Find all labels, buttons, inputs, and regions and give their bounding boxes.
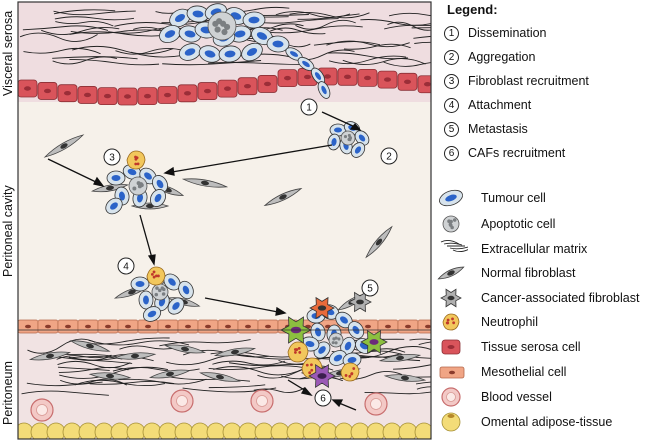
step-marker-label: 3 — [109, 153, 115, 164]
disseminating-cells — [285, 47, 331, 99]
step-marker-5: 5 — [361, 279, 379, 297]
step-marker-6: 6 — [314, 389, 332, 407]
legend-step-number: 6 — [444, 145, 459, 161]
step-marker-2: 2 — [380, 147, 398, 165]
legend-step-3: 3 Fibroblast recruitment — [444, 72, 589, 90]
legend-cell-label: Omental adipose-tissue — [481, 415, 613, 429]
legend-cell-label: Blood vessel — [481, 390, 552, 404]
normal-fibroblasts-peritoneum — [28, 340, 427, 382]
normal-fibroblasts-cavity — [43, 134, 393, 259]
legend-step-1: 1 Dissemination — [444, 24, 547, 42]
legend-cell-label: Tissue serosa cell — [481, 340, 581, 354]
legend-step-number: 3 — [444, 73, 459, 89]
blood-vessels — [30, 389, 388, 422]
peritoneum-label: Peritoneum — [1, 361, 15, 425]
primary-tumour-cluster — [159, 3, 290, 63]
neutrophil-icon — [442, 313, 460, 331]
attachment-cluster — [113, 266, 201, 322]
legend-step-6: 6 CAFs recruitment — [444, 144, 565, 162]
tumour-cell-icon — [439, 189, 463, 207]
legend-step-number: 4 — [444, 97, 459, 113]
normal-fibroblast-icon — [437, 266, 465, 280]
tissue-serosa-cell-icon — [441, 339, 461, 355]
blood-vessel-icon — [441, 387, 461, 407]
legend-step-label: Dissemination — [468, 26, 547, 40]
legend-cell-label: Cancer-associated fibroblast — [481, 291, 640, 305]
legend-step-number: 2 — [444, 49, 459, 65]
legend-step-number: 1 — [444, 25, 459, 41]
caf-recruitment-site — [308, 363, 336, 389]
legend-cell-label: Tumour cell — [481, 191, 546, 205]
step-marker-label: 6 — [320, 394, 326, 405]
caf-icon — [440, 288, 462, 308]
apoptotic-cell-icon — [442, 215, 460, 233]
legend-step-2: 2 Aggregation — [444, 48, 535, 66]
mesothelial-cell-row — [18, 319, 431, 334]
omental-adipose-row — [18, 422, 431, 439]
legend-step-label: Attachment — [468, 98, 532, 112]
aggregation-cluster — [327, 121, 370, 158]
mesothelial-cell-icon — [439, 366, 465, 379]
legend-cell-label: Normal fibroblast — [481, 266, 576, 280]
step-marker-label: 5 — [367, 284, 373, 295]
legend-step-4: 4 Attachment — [444, 96, 531, 114]
step-marker-label: 2 — [386, 152, 392, 163]
extracellular-matrix-icon — [440, 239, 468, 253]
legend-step-label: Fibroblast recruitment — [468, 74, 589, 88]
step-marker-label: 1 — [306, 103, 312, 114]
legend-step-label: Aggregation — [468, 50, 536, 64]
legend-cell-label: Neutrophil — [481, 315, 538, 329]
step-marker-3: 3 — [103, 148, 121, 166]
legend-title: Legend: — [447, 2, 498, 17]
step-marker-4: 4 — [117, 257, 135, 275]
omental-adipose-icon — [441, 412, 461, 432]
step-markers: 1 2 3 4 5 6 — [103, 98, 398, 407]
metastasis-lesion — [280, 291, 388, 382]
legend-cell-label: Mesothelial cell — [481, 365, 567, 379]
legend-step-label: Metastasis — [468, 122, 528, 136]
step-marker-1: 1 — [300, 98, 318, 116]
peritoneal-cavity-label: Peritoneal cavity — [1, 185, 15, 277]
process-arrows — [47, 111, 362, 411]
legend-step-number: 5 — [444, 121, 459, 137]
legend-step-label: CAFs recruitment — [468, 146, 566, 160]
legend-step-5: 5 Metastasis — [444, 120, 528, 138]
visceral-serosa-label: Visceral serosa — [1, 10, 15, 96]
legend-cell-label: Apoptotic cell — [481, 217, 556, 231]
legend-cell-label: Extracellular matrix — [481, 242, 588, 256]
panel-frame — [17, 1, 432, 440]
fibroblast-recruitment-cluster — [91, 150, 185, 215]
step-marker-label: 4 — [123, 262, 129, 273]
